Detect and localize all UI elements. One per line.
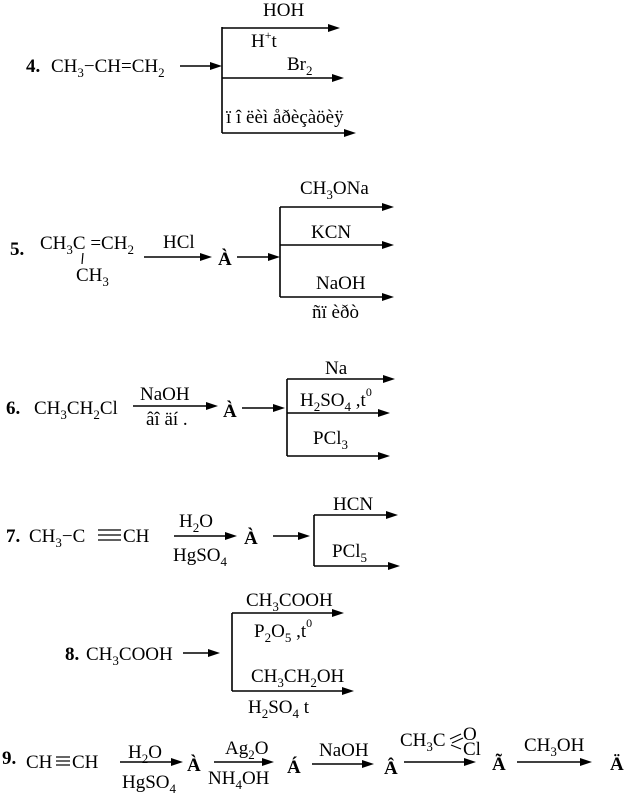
problem-6: 6. CH3CH2Cl NaOH âî äí . À Na H2SO4 ,t0 … — [6, 358, 395, 460]
reagent-6-2-above: H2SO4 ,t0 — [300, 385, 372, 414]
reactant-acetic-acid: CH3COOH — [86, 644, 173, 668]
branch-arrow-6-3 — [287, 452, 390, 460]
arrow-9-5 — [517, 758, 592, 766]
reactant-propyne-end: CH — [123, 526, 150, 547]
reagent-4-3-above: ï î ëèì åðèçàöèÿ — [225, 107, 344, 128]
reagent-9-4-acyl: CH3C — [400, 730, 446, 754]
reagent-4-1-below: H+t — [251, 28, 278, 52]
reagent-9-5-above: CH3OH — [524, 735, 585, 759]
intermediate-5-a: À — [218, 248, 232, 270]
arrow-9-3 — [312, 760, 374, 768]
product-9-e: Ä — [610, 754, 624, 775]
reagent-6-above: NaOH — [140, 384, 190, 405]
reagent-9-2-below: NH4OH — [208, 768, 270, 792]
arrow-5-2 — [237, 253, 280, 261]
intermediate-7-a: À — [244, 527, 258, 549]
reactant-propyne: CH3−C — [29, 526, 85, 550]
branch-arrow-5-2 — [280, 241, 394, 249]
arrow-6-2 — [242, 404, 285, 412]
problem-number-6: 6. — [6, 398, 20, 419]
reactant-propene: CH3−CH=CH2 — [51, 56, 165, 80]
branch-bond-5 — [81, 252, 84, 265]
arrow-9-1 — [120, 758, 183, 766]
reagent-5-1-above: CH3ONa — [300, 178, 369, 202]
reagent-5-3-above: NaOH — [316, 273, 366, 294]
intermediate-9-d: Ã — [492, 753, 506, 775]
arrow-7-1 — [174, 532, 237, 540]
reagent-5-2-above: KCN — [311, 222, 351, 243]
reagent-8-1-below: P2O5 ,t0 — [254, 616, 312, 645]
reagent-7-below: HgSO4 — [173, 545, 228, 569]
reagent-8-1-above: CH3COOH — [246, 590, 333, 614]
reagent-6-below: âî äí . — [146, 409, 188, 430]
branch-arrow-6-1 — [287, 375, 395, 383]
acyl-double-bond-o-2 — [451, 737, 464, 744]
reagent-6-1-above: Na — [325, 358, 348, 379]
reagent-6-3-above: PCl3 — [313, 428, 348, 452]
arrow-6-1 — [133, 402, 218, 410]
arrow-8-main — [183, 649, 220, 657]
reagent-9-1-below: HgSO4 — [122, 772, 177, 796]
branch-arrow-4-3 — [222, 129, 356, 137]
acyl-bond-cl — [450, 744, 462, 750]
reagent-9-3-above: NaOH — [319, 740, 369, 761]
branch-arrow-5-1 — [280, 203, 394, 211]
triple-bond-9 — [56, 756, 70, 766]
problem-number-5: 5. — [10, 239, 24, 260]
problem-7: 7. CH3−C CH H2O HgSO4 À HCN PCl5 — [6, 494, 400, 570]
reagent-9-4-chlorine: Cl — [463, 739, 481, 760]
reagent-7-above: H2O — [179, 511, 213, 535]
branch-arrow-8-2 — [232, 687, 354, 695]
reagent-7-1-above: HCN — [333, 494, 373, 515]
reagent-7-2-above: PCl5 — [332, 541, 367, 565]
reactant-chloroethane: CH3CH2Cl — [34, 398, 118, 422]
intermediate-6-a: À — [223, 400, 237, 422]
reactant-acetylene-start: CH — [26, 752, 53, 773]
arrow-9-2 — [214, 758, 274, 766]
intermediate-9-b: Á — [287, 756, 301, 778]
triple-bond-7 — [98, 529, 121, 541]
branch-arrow-7-2 — [314, 562, 400, 570]
problem-5: 5. CH3C =CH2 CH3 HCl À CH3ONa KCN NaOH ñ… — [10, 178, 394, 323]
arrow-9-4 — [404, 758, 476, 766]
branch-arrow-4-1 — [222, 24, 340, 32]
reagent-9-2-above: Ag2O — [225, 738, 268, 762]
problem-number-9: 9. — [2, 748, 16, 769]
problem-4: 4. CH3−CH=CH2 HOH H+t Br2 ï î ëèì åðèçàö… — [26, 0, 356, 137]
reagent-8-2-below: H2SO4 t — [248, 697, 310, 721]
reagent-4-2-above: Br2 — [287, 54, 313, 78]
problem-9: 9. CH CH H2O HgSO4 À Ag2O NH4OH Á NaOH Â… — [2, 724, 624, 796]
branch-arrow-7-1 — [314, 511, 398, 519]
reagent-4-1-above: HOH — [263, 0, 304, 21]
arrow-7-2 — [273, 532, 310, 540]
reactant-isobutene-bottom: CH3 — [76, 265, 109, 289]
problem-number-4: 4. — [26, 56, 40, 77]
reagent-8-2-above: CH3CH2OH — [251, 666, 345, 690]
intermediate-9-a: À — [187, 754, 201, 776]
reagent-5-3-below: ñï èðò — [312, 302, 359, 323]
branch-arrow-8-1 — [232, 609, 344, 617]
reagent-9-4-oxygen: O — [463, 724, 477, 745]
problem-number-7: 7. — [6, 526, 20, 547]
arrow-4-main — [180, 62, 222, 70]
branch-arrow-4-2 — [222, 74, 344, 82]
acyl-double-bond-o — [449, 733, 462, 740]
branch-arrow-6-2 — [287, 409, 390, 417]
intermediate-9-c: Â — [384, 757, 398, 779]
reagent-5-hcl: HCl — [163, 232, 195, 253]
arrow-5-1 — [144, 253, 212, 261]
reactant-isobutene-top: CH3C =CH2 — [40, 233, 134, 257]
reactant-acetylene-end: CH — [72, 752, 99, 773]
branch-arrow-5-3 — [280, 293, 394, 301]
problem-8: 8. CH3COOH CH3COOH P2O5 ,t0 CH3CH2OH H2S… — [65, 590, 354, 721]
problem-number-8: 8. — [65, 644, 79, 665]
